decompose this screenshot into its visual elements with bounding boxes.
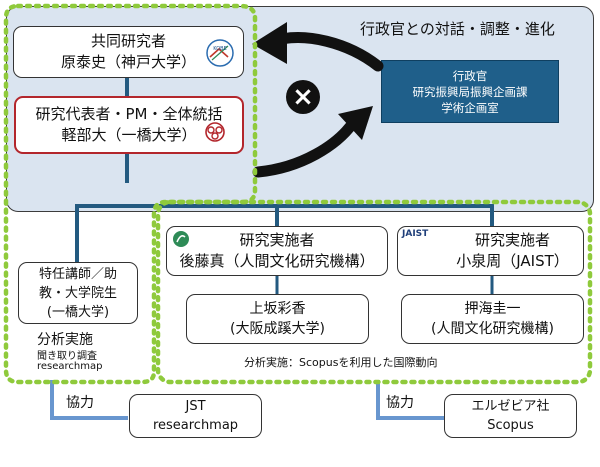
government-line2: 研究振興局振興企画課 bbox=[412, 84, 528, 99]
co-researcher-role: 共同研究者 bbox=[90, 32, 166, 50]
partner-elsevier-service: Scopus bbox=[487, 418, 534, 433]
nihu-logo bbox=[172, 230, 190, 248]
partner-jst-box: JST researchmap bbox=[129, 394, 262, 438]
students-box: 特任講師／助 教・大学院生 (一橋大学) bbox=[18, 262, 138, 324]
member-connectors bbox=[275, 276, 494, 294]
jaist-logo: JAIST bbox=[402, 229, 429, 239]
cooperation-left-label: 協力 bbox=[66, 395, 94, 411]
partner-jst-service: researchmap bbox=[152, 418, 239, 433]
representative-name: 軽部大（一橋大学） bbox=[61, 126, 197, 144]
member-uesaka-box: 上坂彩香 (大阪成蹊大学) bbox=[186, 294, 369, 344]
right-group-outline bbox=[155, 199, 593, 385]
co-researcher-name: 原泰史（神戸大学） bbox=[60, 53, 196, 71]
students-line3: (一橋大学) bbox=[46, 304, 110, 320]
arrow-to-government bbox=[252, 114, 361, 178]
analysis-left-title: 分析実施 bbox=[37, 332, 93, 348]
group-outlines bbox=[3, 3, 593, 385]
partner-jst-name: JST bbox=[185, 399, 206, 414]
kobe-university-logo: KOBE bbox=[205, 38, 235, 68]
representative-role: 研究代表者・PM・全体統括 bbox=[35, 105, 223, 123]
implementer-left-role: 研究実施者 bbox=[239, 231, 315, 249]
implementer-right-role: 研究実施者 bbox=[474, 231, 550, 249]
member-uesaka-name: 上坂彩香 bbox=[249, 301, 306, 317]
government-line3: 学術企画室 bbox=[441, 100, 499, 115]
cooperation-lines bbox=[50, 380, 444, 420]
implementer-left-name: 後藤真（人間文化研究機構） bbox=[179, 252, 375, 270]
member-oshiumi-box: 押海圭一 (人間文化研究機構) bbox=[401, 294, 584, 344]
implementer-left-box: 研究実施者 後藤真（人間文化研究機構） bbox=[166, 226, 388, 276]
panel-title: 行政官との対話・調整・進化 bbox=[360, 20, 555, 38]
arrow-head-left bbox=[252, 22, 287, 64]
analysis-left-sub1: 聞き取り調査 bbox=[37, 351, 97, 362]
analysis-left-sub2: researchmap bbox=[37, 361, 103, 372]
kobe-logo-text: KOBE bbox=[213, 46, 227, 52]
implementer-right-box: 研究実施者 小泉周（JAIST） bbox=[397, 226, 584, 276]
left-group-outline bbox=[3, 3, 258, 385]
students-line2: 教・大学院生 bbox=[38, 285, 117, 301]
org-connectors bbox=[75, 78, 494, 262]
member-oshiumi-name: 押海圭一 bbox=[464, 301, 521, 317]
member-uesaka-affiliation: (大阪成蹊大学) bbox=[230, 321, 325, 337]
partner-elsevier-name: エルゼビア社 bbox=[471, 399, 550, 414]
government-line1: 行政官 bbox=[452, 68, 488, 83]
students-line1: 特任講師／助 bbox=[38, 266, 117, 282]
partner-elsevier-box: エルゼビア社 Scopus bbox=[444, 394, 577, 438]
cross-symbol: × bbox=[292, 82, 314, 112]
hitotsubashi-logo bbox=[203, 120, 227, 144]
co-researcher-box: 共同研究者 原泰史（神戸大学） bbox=[13, 26, 244, 78]
implementer-right-name: 小泉周（JAIST） bbox=[456, 252, 569, 270]
cooperation-right-label: 協力 bbox=[386, 395, 414, 411]
government-box: 行政官 研究振興局振興企画課 学術企画室 bbox=[381, 60, 559, 123]
arrow-head-right bbox=[338, 106, 373, 140]
representative-box: 研究代表者・PM・全体統括 軽部大（一橋大学） bbox=[14, 96, 244, 154]
cross-circle bbox=[286, 80, 320, 114]
analysis-right-label: 分析実施：Scopusを利用した国際動向 bbox=[244, 356, 438, 369]
member-oshiumi-affiliation: (人間文化研究機構) bbox=[431, 321, 554, 337]
